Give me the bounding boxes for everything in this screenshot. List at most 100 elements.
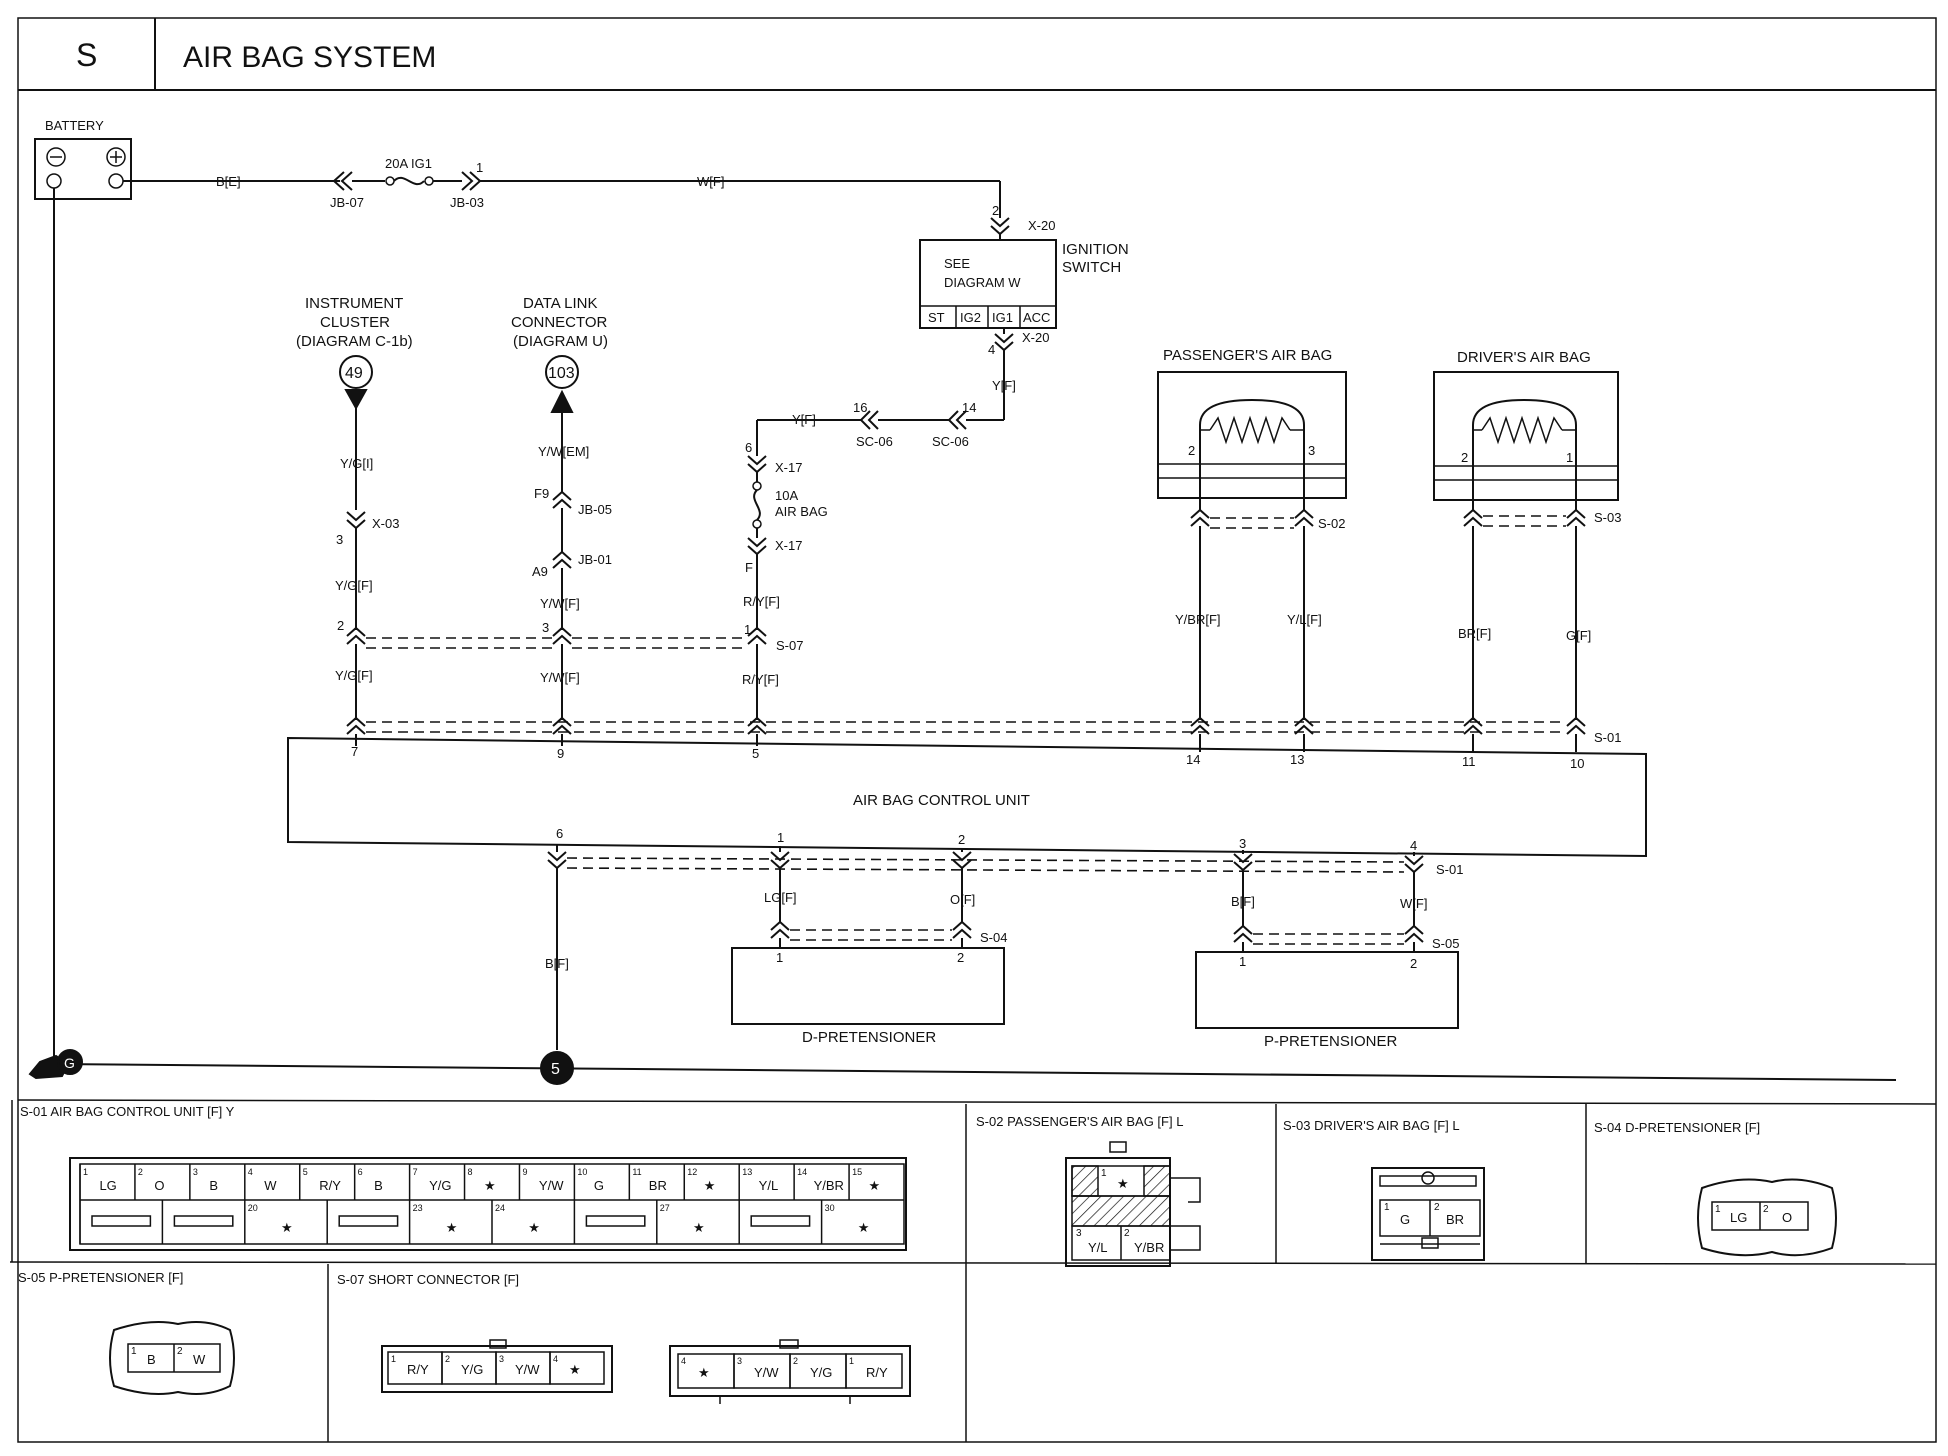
wire-label-ygf: Y/G[F] [335,578,373,593]
s05-c1: B [147,1352,156,1367]
s07b-cell [845,1353,903,1389]
fuse-ig1-label: 20A IG1 [385,156,432,171]
jb01-label: JB-01 [578,552,612,567]
s04-title: S-04 D-PRETENSIONER [F] [1594,1120,1760,1135]
jb03-label: JB-03 [450,195,484,210]
s07-title: S-07 SHORT CONNECTOR [F] [337,1272,519,1287]
s01-pin-num: 15 [852,1167,862,1177]
acu-pin-11: 11 [1462,754,1476,769]
s01-pin-color: Y/L [759,1178,779,1193]
s02-c2n: 2 [1124,1228,1130,1239]
s01-pin-num: 1 [83,1167,88,1177]
s04-connector-face: S-04 D-PRETENSIONER [F] 1 LG 2 O [1594,1120,1837,1257]
air-bag-control-unit: 7 9 5 14 13 11 10 AIR BAG CONTROL UNIT 6… [287,736,1647,858]
wire-label-lgf: LG[F] [764,890,797,905]
s01-pin-num: 7 [413,1167,418,1177]
ppre-pin1: 1 [1239,954,1246,969]
s01-bot-pin-color: ★ [446,1220,458,1235]
s03-title: S-03 DRIVER'S AIR BAG [F] L [1283,1118,1460,1133]
s01-bottom-row: S-01 [547,851,1463,877]
x20-bot-pin: 4 [988,342,995,357]
s07b-pin-color: ★ [698,1365,710,1380]
x17-label-top: X-17 [775,460,802,475]
dab-pin1: 1 [1566,450,1573,465]
x17-bot-pin: F [745,560,753,575]
s01-pin-num: 6 [358,1167,363,1177]
jb07-label: JB-07 [330,195,364,210]
ign-label1: IGNITION [1062,241,1129,258]
s01-pin-num: 5 [303,1167,308,1177]
x17-label-bot: X-17 [775,538,802,553]
s01-label-top: S-01 [1594,730,1621,745]
s01-pin-num: 13 [742,1167,752,1177]
s07a-pin-num: 1 [391,1354,396,1364]
s07a-pin-color: R/Y [407,1362,429,1377]
ignition-switch: SEE DIAGRAM W ST IG2 IG1 ACC IGNITION SW… [919,239,1129,329]
s07b-pin-color: Y/G [810,1365,832,1380]
dab-pin2: 2 [1461,450,1468,465]
pab-pin2: 3 [1308,443,1315,458]
dpre-pin2: 2 [957,950,964,965]
wire-label-ryf: R/Y[F] [743,594,780,609]
s01-slot [750,1215,811,1227]
s03-c1: G [1400,1212,1410,1227]
page-title: AIR BAG SYSTEM [183,41,436,74]
sc06-label-a: SC-06 [856,434,893,449]
cluster-l3: (DIAGRAM C-1b) [296,333,413,350]
acu-pin-13: 13 [1290,752,1304,767]
s07-face-a-cells: 1R/Y2Y/G3Y/W4★ [387,1351,605,1385]
x03-pin: 3 [336,532,343,547]
s05-connector-face: S-05 P-PRETENSIONER [F] 1 B 2 W [18,1270,235,1395]
wire-label-ryf2: R/Y[F] [742,672,779,687]
s01-pin-color: ★ [484,1178,496,1193]
wire-label-ywem: Y/W[EM] [538,444,589,459]
s03-connector-face: S-03 DRIVER'S AIR BAG [F] L 1 G 2 BR [1283,1118,1485,1261]
dlc-num: 103 [548,365,575,382]
s01-top-cells: 1LG2O3B4W5R/Y6B7Y/G8★9Y/W10G11BR12★13Y/L… [79,1164,880,1200]
s01-bot-pin-color: ★ [858,1220,870,1235]
s07b-pin-num: 4 [681,1356,686,1366]
s01-bot-pin-num: 23 [413,1203,423,1213]
wire-label-batt: B[E] [216,174,241,189]
fuse-10a-label: 10A [775,488,798,503]
wire-label-ygf2: Y/G[F] [335,668,373,683]
wire-label-gf: G[F] [1566,628,1591,643]
wire-label-ylf: Y/L[F] [1287,612,1322,627]
ign-see: SEE [944,256,970,271]
ground-g: G [64,1055,75,1071]
d-pretensioner: 1 2 D-PRETENSIONER [731,947,1005,1046]
ground-line: G 5 [28,1049,1897,1085]
jb05-pin: F9 [534,486,549,501]
s05-title: S-05 P-PRETENSIONER [F] [18,1270,183,1285]
s07b-pin-num: 2 [793,1356,798,1366]
s01-pin-color: LG [99,1178,116,1193]
ign-term-st: ST [928,310,945,325]
drivers-air-bag: DRIVER'S AIR BAG 2 1 [1433,349,1619,501]
s04-label: S-04 [980,930,1007,945]
wire-label-yf: Y[F] [992,378,1016,393]
ground-num: 5 [551,1061,560,1078]
s07a-pin-num: 2 [445,1354,450,1364]
s04-c2n: 2 [1763,1204,1769,1215]
wire-label-wf2: W[F] [1400,896,1427,911]
s03-c1n: 1 [1384,1202,1390,1213]
wire-label-bf: B[F] [1231,894,1255,909]
s07-splice-row: 2 3 1 S-07 [337,618,803,653]
s03-c2: BR [1446,1212,1464,1227]
s03-c2n: 2 [1434,1202,1440,1213]
s07a-cell [549,1351,605,1385]
s01-pin-color: G [594,1178,604,1193]
s01-bot-pin-num: 20 [248,1203,258,1213]
acu-pin-6: 6 [556,826,563,841]
s01-pin-color: R/Y [319,1178,341,1193]
s01-pin-color: B [209,1178,218,1193]
x20-top-pin: 2 [992,203,999,218]
s03-label: S-03 [1594,510,1621,525]
s01-slot [585,1215,646,1227]
s01-bot-pin-num: 24 [495,1203,505,1213]
wire-label-ywf: Y/W[F] [540,596,580,611]
s07b-pin-num: 1 [849,1356,854,1366]
s01-slot [91,1215,152,1227]
x20-label: X-20 [1028,218,1055,233]
pab-pin1: 2 [1188,443,1195,458]
